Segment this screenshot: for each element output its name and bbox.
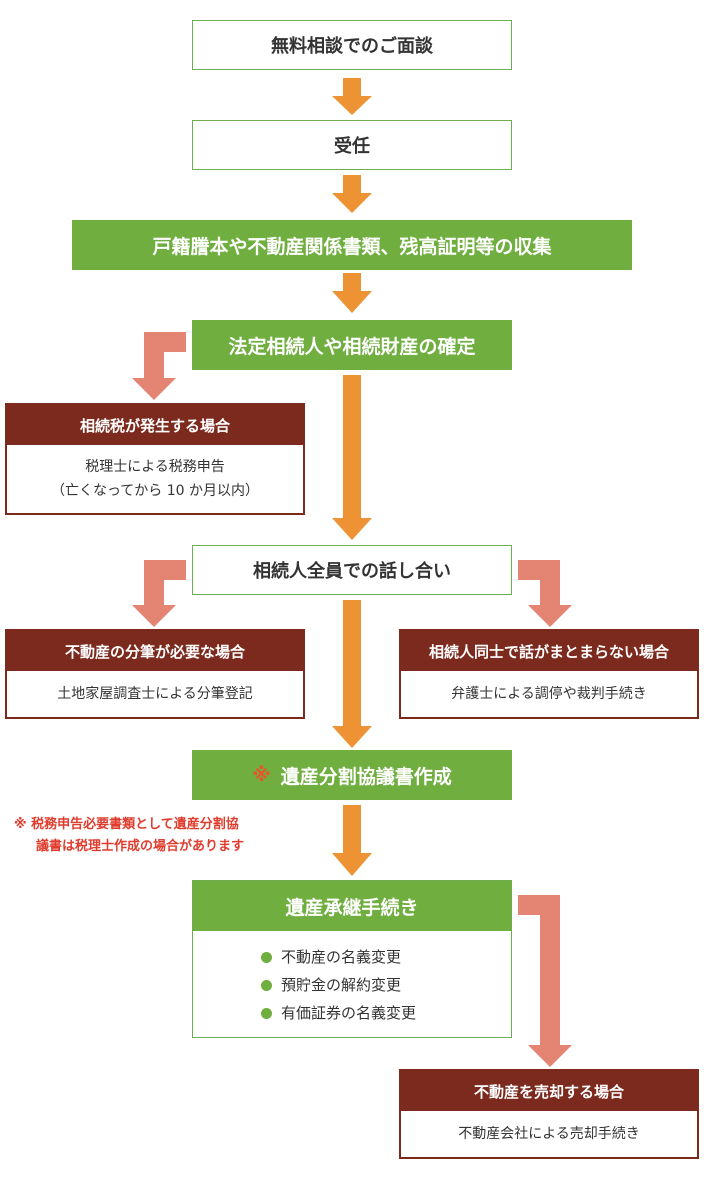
branch-tax-line2: （亡くなってから 10 か月以内） <box>50 483 259 499</box>
step-determination-label: 法定相続人や相続財産の確定 <box>228 335 476 358</box>
arrow-branch-tax <box>132 332 186 400</box>
step-procedures-title: 遺産承継手続き <box>285 896 419 919</box>
arrow-down-1 <box>332 78 372 115</box>
note-line2: 議書は税理士作成の場合があります <box>36 839 245 854</box>
list-item: 不動産の名義変更 <box>261 943 511 971</box>
branch-tax-title: 相続税が発生する場合 <box>7 405 303 445</box>
procedures-list: 不動産の名義変更 預貯金の解約変更 有価証券の名義変更 <box>193 931 511 1027</box>
arrow-branch-division <box>132 560 186 627</box>
arrow-down-4 <box>332 375 372 540</box>
branch-tax: 相続税が発生する場合 税理士による税務申告 （亡くなってから 10 か月以内） <box>5 403 305 515</box>
branch-dispute: 相続人同士で話がまとまらない場合 弁護士による調停や裁判手続き <box>399 629 699 719</box>
note-line1: ※ 税務申告必要書類として遺産分割協 <box>14 817 239 832</box>
step-collection: 戸籍謄本や不動産関係書類、残高証明等の収集 <box>72 220 632 270</box>
branch-tax-line1: 税理士による税務申告 <box>85 459 225 475</box>
arrow-branch-dispute <box>518 560 572 627</box>
step-consultation: 無料相談でのご面談 <box>192 20 512 70</box>
branch-division: 不動産の分筆が必要な場合 土地家屋調査士による分筆登記 <box>5 629 305 719</box>
branch-dispute-body: 弁護士による調停や裁判手続き <box>401 671 697 717</box>
procedure-item: 有価証券の名義変更 <box>281 1004 417 1022</box>
bullet-icon <box>261 1007 272 1019</box>
procedure-item: 不動産の名義変更 <box>281 948 402 966</box>
step-agreement: ※ 遺産分割協議書作成 <box>192 750 512 800</box>
branch-dispute-line1: 弁護士による調停や裁判手続き <box>451 686 647 702</box>
agreement-note: ※ 税務申告必要書類として遺産分割協 議書は税理士作成の場合があります <box>14 814 314 858</box>
list-item: 有価証券の名義変更 <box>261 999 511 1027</box>
branch-sale-title: 不動産を売却する場合 <box>401 1071 697 1111</box>
step-agreement-label: 遺産分割協議書作成 <box>280 765 452 788</box>
bullet-icon <box>261 979 272 991</box>
arrow-down-2 <box>332 175 372 213</box>
branch-division-line1: 土地家屋調査士による分筆登記 <box>57 686 253 702</box>
step-discussion: 相続人全員での話し合い <box>192 545 512 595</box>
branch-sale: 不動産を売却する場合 不動産会社による売却手続き <box>399 1069 699 1159</box>
arrow-branch-sale <box>518 895 572 1067</box>
branch-division-body: 土地家屋調査士による分筆登記 <box>7 671 303 717</box>
step-discussion-label: 相続人全員での話し合い <box>253 561 451 582</box>
branch-sale-body: 不動産会社による売却手続き <box>401 1111 697 1157</box>
step-determination: 法定相続人や相続財産の確定 <box>192 320 512 370</box>
arrow-down-6 <box>332 805 372 876</box>
step-consultation-label: 無料相談でのご面談 <box>271 36 433 57</box>
step-acceptance-label: 受任 <box>334 136 370 157</box>
branch-sale-line1: 不動産会社による売却手続き <box>458 1126 640 1142</box>
list-item: 預貯金の解約変更 <box>261 971 511 999</box>
step-procedures: 遺産承継手続き 不動産の名義変更 預貯金の解約変更 有価証券の名義変更 <box>192 880 512 1038</box>
branch-division-title: 不動産の分筆が必要な場合 <box>7 631 303 671</box>
arrow-down-5 <box>332 600 372 748</box>
arrow-down-3 <box>332 273 372 313</box>
step-collection-label: 戸籍謄本や不動産関係書類、残高証明等の収集 <box>152 235 552 258</box>
branch-tax-body: 税理士による税務申告 （亡くなってから 10 か月以内） <box>7 445 303 513</box>
bullet-icon <box>261 951 272 963</box>
step-procedures-header: 遺産承継手続き <box>193 881 511 931</box>
procedure-item: 預貯金の解約変更 <box>281 976 402 994</box>
agreement-note-mark: ※ <box>252 764 271 786</box>
step-acceptance: 受任 <box>192 120 512 170</box>
branch-dispute-title: 相続人同士で話がまとまらない場合 <box>401 631 697 671</box>
